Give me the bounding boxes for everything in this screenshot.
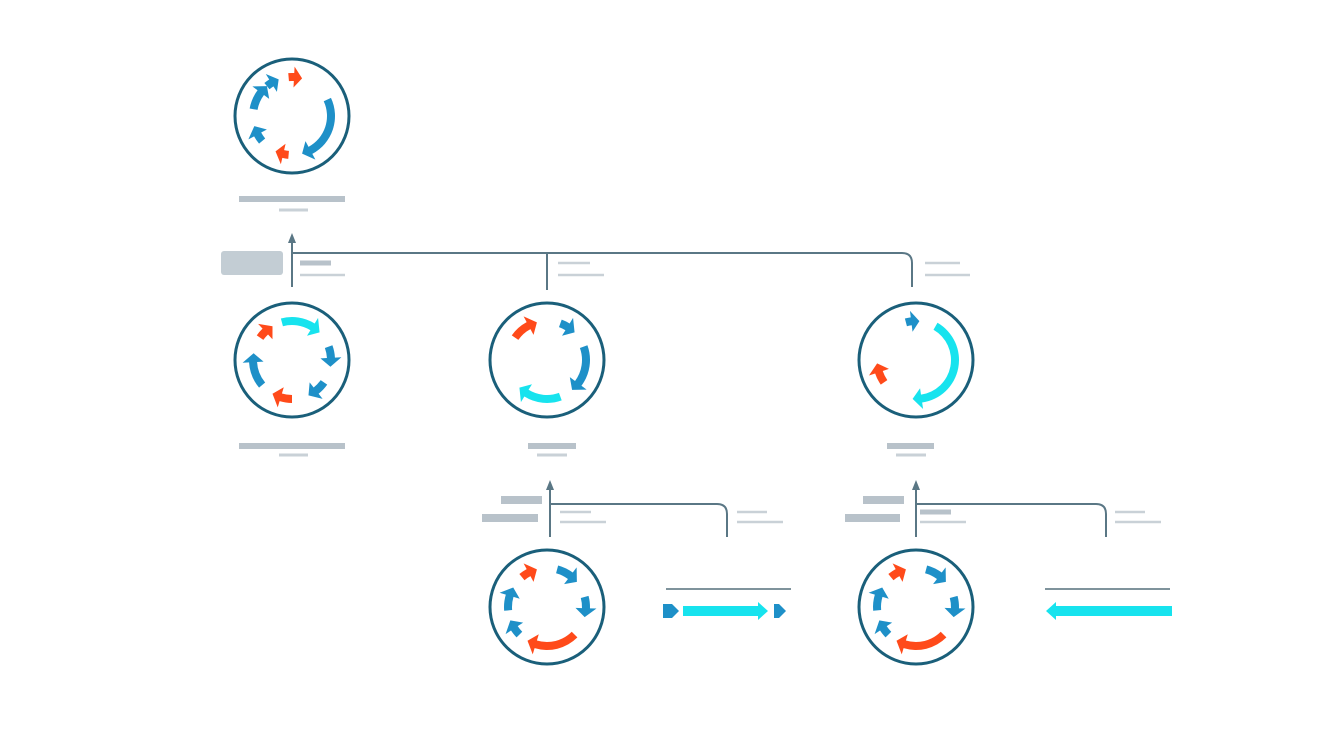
plasmid-name-placeholders [239, 196, 934, 457]
plasmid-map-child-2[interactable] [488, 301, 606, 419]
feature-arrow-icon[interactable] [248, 126, 267, 144]
plasmid-backbone-ring [233, 57, 351, 175]
plasmid-backbone-ring [857, 301, 975, 419]
feature-arrow-icon[interactable] [499, 587, 520, 611]
lineage-connector-level-2-b [845, 480, 1161, 537]
plasmid-backbone-ring [488, 548, 606, 666]
feature-arrow-icon[interactable] [272, 387, 293, 408]
plasmid-map-parent[interactable] [233, 57, 351, 175]
feature-arrow-icon[interactable] [256, 323, 273, 340]
feature-arrow-icon[interactable] [888, 563, 906, 582]
feature-arrow-icon[interactable] [944, 595, 966, 618]
feature-arrow-icon[interactable] [320, 345, 342, 367]
arrow-up-icon [546, 480, 554, 490]
feature-arrow-icon[interactable] [896, 631, 947, 655]
feature-arrow-icon[interactable] [264, 74, 279, 92]
feature-arrow-icon[interactable] [556, 565, 577, 585]
plasmid-map-child-3[interactable] [857, 301, 975, 419]
linear-insert-reverse[interactable] [1045, 588, 1172, 620]
plasmid-backbone-ring [233, 301, 351, 419]
feature-arrow-icon [774, 604, 786, 618]
feature-arrow-icon[interactable] [527, 631, 578, 655]
feature-arrow-icon[interactable] [505, 620, 524, 638]
plasmid-map-child-1[interactable] [233, 301, 351, 419]
feature-arrow-icon[interactable] [569, 345, 591, 390]
feature-arrow-icon[interactable] [868, 363, 889, 385]
feature-arrow-icon[interactable] [519, 384, 562, 403]
plasmid-backbone-ring [488, 301, 606, 419]
lineage-connector-level-1 [221, 233, 970, 290]
plasmid-map-grandchild-1[interactable] [488, 548, 606, 666]
feature-arrow-icon[interactable] [249, 86, 270, 110]
feature-arrow-icon[interactable] [275, 143, 289, 165]
node-box-placeholder [221, 251, 283, 275]
linear-insert-forward[interactable] [663, 588, 791, 620]
feature-arrow-icon[interactable] [511, 316, 537, 340]
feature-arrow-icon[interactable] [242, 353, 266, 388]
feature-arrow-icon[interactable] [868, 587, 889, 611]
plasmid-map-grandchild-2[interactable] [857, 548, 975, 666]
feature-arrow-icon[interactable] [925, 565, 946, 585]
feature-arrow-icon[interactable] [308, 380, 328, 399]
arrow-up-icon [912, 480, 920, 490]
arrow-up-icon [288, 233, 296, 243]
feature-arrow-icon[interactable] [558, 317, 575, 336]
feature-arrow-icon[interactable] [302, 97, 335, 160]
feature-arrow-icon [663, 604, 679, 618]
feature-arrow-icon[interactable] [280, 317, 320, 336]
feature-arrow-icon[interactable] [288, 66, 303, 88]
feature-arrow-icon[interactable] [575, 595, 597, 618]
feature-arrow-icon[interactable] [519, 563, 537, 582]
plasmid-backbone-ring [857, 548, 975, 666]
feature-arrow-icon[interactable] [904, 310, 920, 332]
feature-arrow-icon [683, 602, 768, 620]
feature-arrow-icon [1046, 602, 1172, 620]
feature-arrow-icon[interactable] [874, 620, 893, 638]
feature-arrow-icon[interactable] [912, 322, 960, 409]
lineage-connector-level-2-a [482, 480, 783, 537]
